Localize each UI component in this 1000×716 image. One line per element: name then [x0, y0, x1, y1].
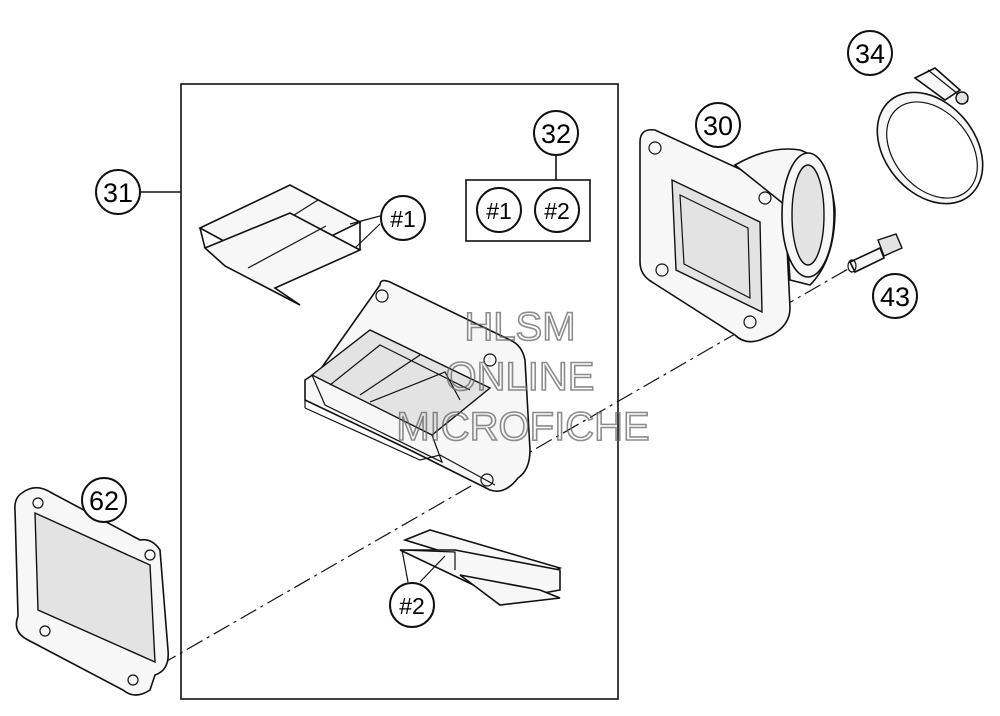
callout-34-label: 34 — [855, 39, 885, 69]
leader-2 — [401, 549, 446, 583]
hose-clamp-34 — [876, 67, 984, 205]
leader-1 — [349, 215, 381, 249]
callout-1: #1 — [380, 195, 426, 241]
reed-petals-1 — [198, 184, 362, 306]
bolt-43 — [847, 233, 903, 274]
callout-31: 31 — [95, 169, 141, 215]
reed-petals-2 — [399, 529, 563, 606]
reed-valve-block — [304, 279, 531, 492]
kit-box-item-1: #1 — [486, 198, 512, 224]
callout-30-label: 30 — [703, 111, 733, 141]
watermark-line-3: MICROFICHE — [396, 405, 649, 449]
kit-box-item-2: #2 — [544, 198, 570, 224]
callout-32: 32 — [533, 110, 579, 156]
callout-30: 30 — [695, 102, 741, 148]
watermark-line-1: HLSM — [464, 305, 575, 349]
kit-box-32: #1 #2 — [465, 179, 591, 242]
callout-2-label: #2 — [399, 593, 425, 619]
watermark: HLSM ONLINE MICROFICHE — [396, 304, 651, 450]
callout-31-label: 31 — [103, 178, 133, 208]
callout-62-label: 62 — [89, 486, 119, 516]
assembly-31-frame — [180, 83, 619, 700]
callout-1-label: #1 — [390, 206, 416, 232]
callout-62: 62 — [81, 477, 127, 523]
callout-32-label: 32 — [541, 119, 571, 149]
gasket-62 — [14, 486, 170, 696]
watermark-line-2: ONLINE — [446, 355, 595, 399]
callout-34: 34 — [847, 30, 893, 76]
callout-43: 43 — [872, 273, 918, 319]
callout-2: #2 — [389, 582, 435, 628]
callout-43-label: 43 — [880, 282, 910, 312]
intake-flange-30 — [639, 128, 836, 343]
